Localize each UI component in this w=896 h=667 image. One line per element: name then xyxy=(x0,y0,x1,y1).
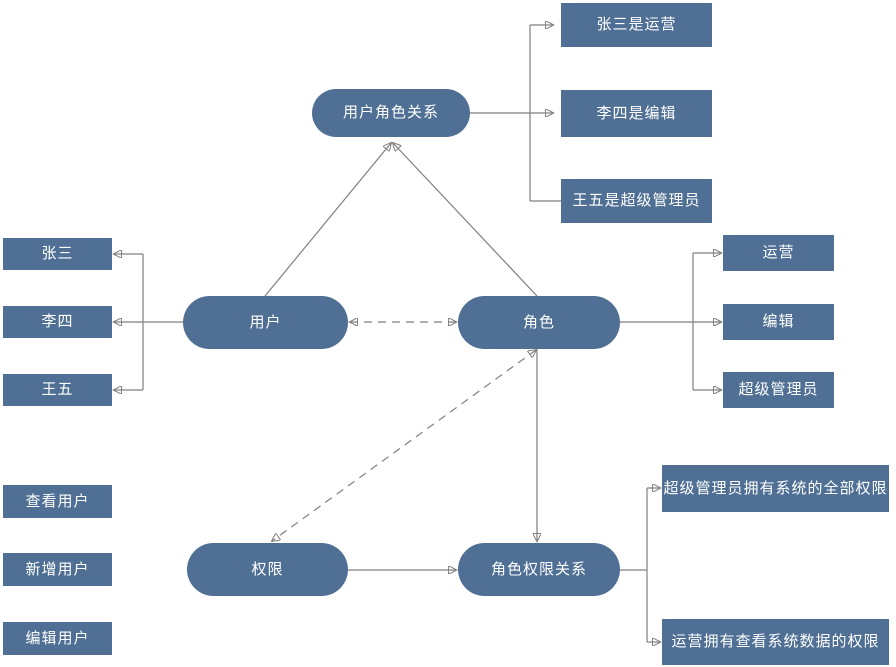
connector-user-to-relation-top xyxy=(264,143,391,297)
connector-role-permission-dashed xyxy=(272,350,536,541)
connector-role-to-relation-top xyxy=(393,143,538,297)
box-lisi: 李四 xyxy=(3,306,112,338)
box-wangwu: 王五 xyxy=(3,374,112,406)
node-permission: 权限 xyxy=(187,543,348,596)
box-superadmin: 超级管理员 xyxy=(723,372,834,408)
box-add-user: 新增用户 xyxy=(3,553,112,586)
node-role: 角色 xyxy=(458,296,620,349)
box-yunying: 运营 xyxy=(723,235,834,271)
box-zhangsan-is-yunying: 张三是运营 xyxy=(561,3,712,47)
box-bianji: 编辑 xyxy=(723,304,834,340)
box-view-user: 查看用户 xyxy=(3,485,112,518)
box-edit-user: 编辑用户 xyxy=(3,622,112,655)
box-zhangsan: 张三 xyxy=(3,238,112,270)
node-role-permission-relation: 角色权限关系 xyxy=(458,543,620,596)
box-superadmin-all-permissions: 超级管理员拥有系统的全部权限 xyxy=(662,465,889,512)
node-user-role-relation: 用户角色关系 xyxy=(312,89,470,137)
box-wangwu-is-superadmin: 王五是超级管理员 xyxy=(561,179,712,223)
box-lisi-is-bianji: 李四是编辑 xyxy=(561,90,712,137)
box-yunying-view-permission: 运营拥有查看系统数据的权限 xyxy=(662,619,889,665)
node-user: 用户 xyxy=(183,296,348,349)
